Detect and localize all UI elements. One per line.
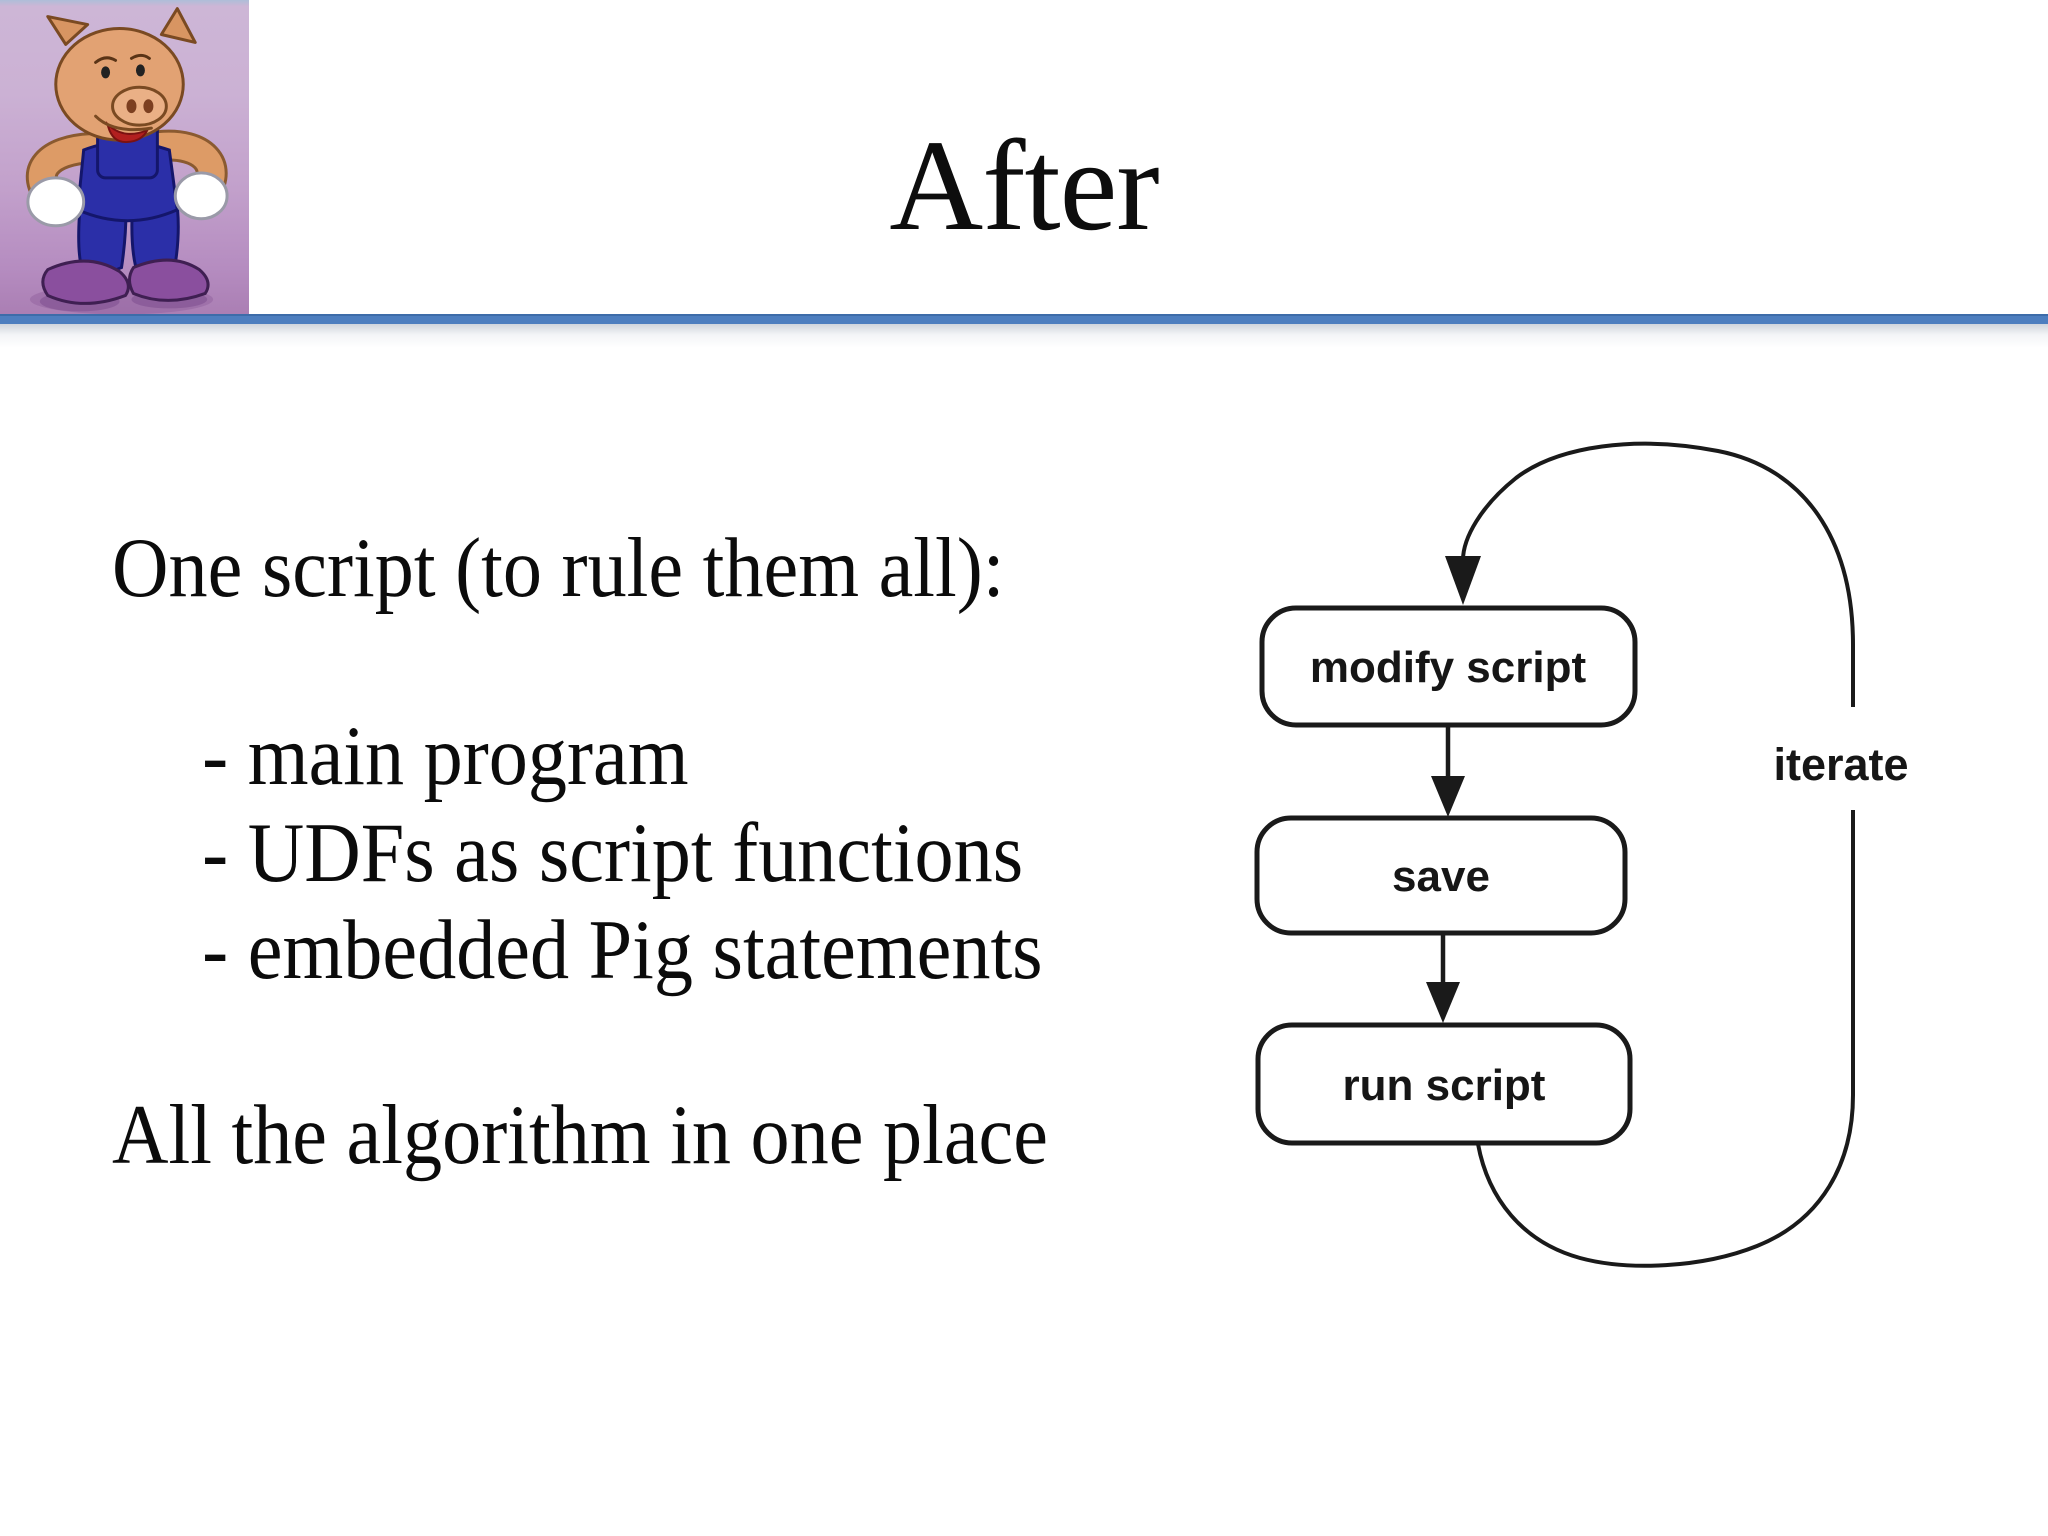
iteration-flowchart: modify script save run script iterate <box>1230 330 1970 1310</box>
apache-pig-mascot-icon <box>25 7 229 315</box>
node-run-script <box>1255 1022 1633 1146</box>
body-text: One script (to rule them all): - main pr… <box>112 0 1308 1536</box>
loop-iterate-label: iterate <box>1773 739 1908 790</box>
accent-rule-shadow <box>0 324 2048 348</box>
arrowhead-into-modify <box>1445 556 1481 605</box>
bullet-item: - main program <box>202 709 689 803</box>
bullet-list: - main program - UDFs as script function… <box>202 708 1042 999</box>
node-save <box>1254 815 1628 936</box>
node-run-script-label: run script <box>1343 1061 1546 1110</box>
outro-line: All the algorithm in one place <box>112 1088 1048 1182</box>
node-modify-script-label: modify script <box>1310 643 1587 692</box>
intro-line: One script (to rule them all): <box>112 521 1005 615</box>
loop-arc-top <box>1461 441 1855 707</box>
arrowhead-into-run <box>1426 982 1460 1023</box>
slide-title: After <box>889 114 1159 258</box>
flowchart-svg: modify script save run script iterate <box>1254 441 1909 1268</box>
bullet-item: - UDFs as script functions <box>202 806 1024 900</box>
loop-arc-bottom <box>1476 810 1855 1268</box>
node-save-label: save <box>1392 852 1490 901</box>
accent-rule <box>0 314 2048 324</box>
bullet-item: - embedded Pig statements <box>202 903 1043 997</box>
node-modify-script <box>1259 605 1638 728</box>
pig-logo <box>0 0 249 316</box>
arrowhead-into-save <box>1431 776 1465 817</box>
